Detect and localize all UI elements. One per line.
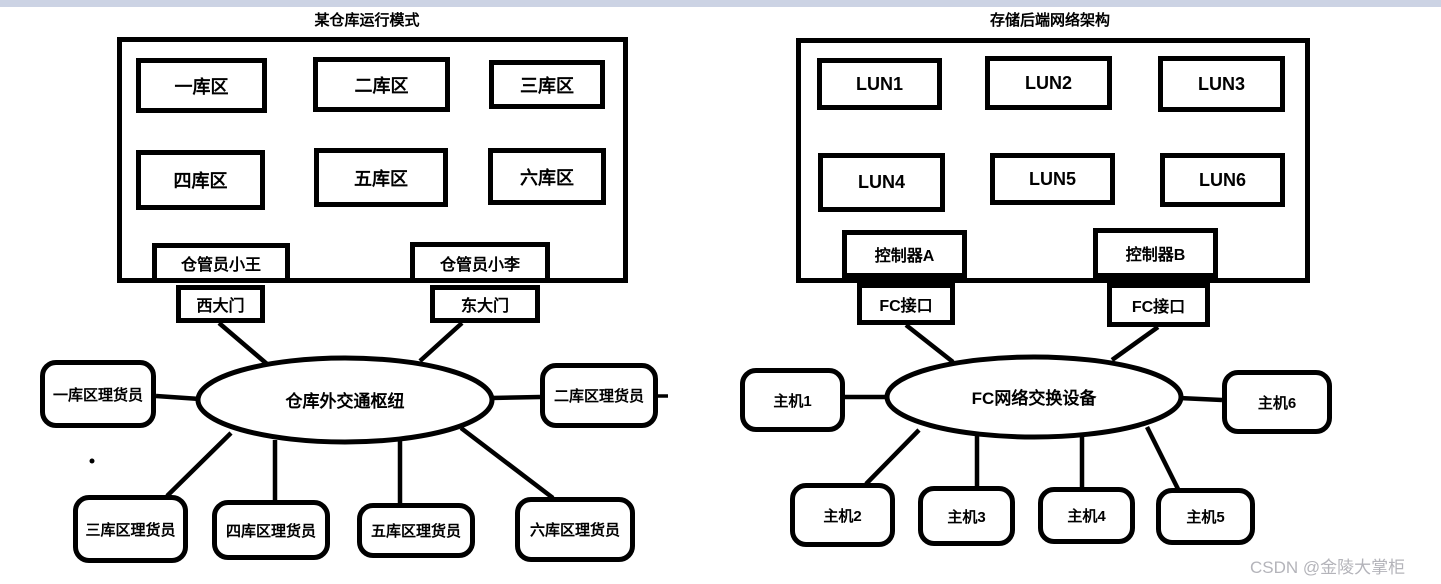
stray-dot <box>89 458 95 464</box>
host-label-5: 主机5 <box>1186 509 1225 526</box>
host-box-4: 主机4 <box>1038 487 1135 544</box>
zone-box-4: 四库区 <box>136 150 265 210</box>
controller-box-b: 控制器B <box>1093 228 1218 278</box>
clerk-box-4: 四库区理货员 <box>212 500 330 560</box>
lun-label-1: LUN1 <box>855 73 903 94</box>
lun-label-4: LUN4 <box>857 172 905 192</box>
lun-label-3: LUN3 <box>1197 73 1245 94</box>
switch-label: FC网络交换设备 <box>971 389 1097 408</box>
host-box-1: 主机1 <box>740 368 845 432</box>
zone-label-4: 四库区 <box>173 171 228 191</box>
clerk-box-6: 六库区理货员 <box>515 497 635 562</box>
lun-box-3: LUN3 <box>1158 56 1285 112</box>
clerk-box-3: 三库区理货员 <box>73 495 188 563</box>
manager-box-li: 仓管员小李 <box>410 242 550 283</box>
fc-port-label-b: FC接口 <box>1131 299 1186 316</box>
manager-label-li: 仓管员小李 <box>439 256 520 274</box>
zone-box-3: 三库区 <box>489 60 605 109</box>
lun-box-1: LUN1 <box>817 58 942 110</box>
clerk-box-2: 二库区理货员 <box>540 363 658 428</box>
lun-label-2: LUN2 <box>1024 72 1072 93</box>
host-label-6: 主机6 <box>1257 394 1297 412</box>
host-label-4: 主机4 <box>1067 508 1106 525</box>
fc-port-box-a: FC接口 <box>857 283 955 325</box>
zone-box-5: 五库区 <box>314 148 448 207</box>
controller-label-a: 控制器A <box>874 248 935 265</box>
edge-hub-to-clerk3 <box>165 431 233 498</box>
host-label-3: 主机3 <box>947 508 986 526</box>
gate-label-west: 西大门 <box>196 298 245 315</box>
left-diagram-title: 某仓库运行模式 <box>314 12 420 29</box>
edge-switch-to-host6 <box>1178 395 1223 403</box>
lun-label-6: LUN6 <box>1198 169 1246 190</box>
clerk-label-1: 一库区理货员 <box>52 386 143 404</box>
edge-switch-to-host5 <box>1144 425 1181 491</box>
edge-clerk1-to-hub <box>155 393 201 402</box>
host-box-6: 主机6 <box>1222 370 1332 434</box>
host-box-2: 主机2 <box>790 483 895 547</box>
lun-box-6: LUN6 <box>1160 153 1285 207</box>
lun-label-5: LUN5 <box>1028 168 1076 189</box>
clerk-box-1: 一库区理货员 <box>40 360 156 428</box>
lun-box-2: LUN2 <box>985 56 1112 110</box>
edge-east-gate-to-hub <box>418 321 464 363</box>
host-label-1: 主机1 <box>773 392 812 410</box>
switch-ellipse <box>884 354 1184 440</box>
manager-label-wang: 仓管员小王 <box>180 257 261 274</box>
edge-fcport-a-to-switch <box>904 323 955 364</box>
edge-hub-to-clerk6 <box>459 426 555 500</box>
clerk-box-5: 五库区理货员 <box>357 503 475 558</box>
zone-box-2: 二库区 <box>313 57 450 112</box>
clerk-label-3: 三库区理货员 <box>85 521 176 539</box>
lun-box-5: LUN5 <box>990 153 1115 205</box>
zone-box-6: 六库区 <box>488 148 606 205</box>
right-diagram-title: 存储后端网络架构 <box>989 12 1110 29</box>
edge-switch-to-host2 <box>864 428 921 486</box>
zone-label-2: 二库区 <box>354 75 409 96</box>
zone-box-1: 一库区 <box>136 58 267 113</box>
fc-port-label-a: FC接口 <box>879 298 933 315</box>
edge-fcport-b-to-switch <box>1110 325 1160 362</box>
controller-box-a: 控制器A <box>842 230 967 278</box>
host-box-5: 主机5 <box>1156 488 1255 545</box>
zone-label-5: 五库区 <box>354 168 408 189</box>
warehouse-outline <box>117 37 628 283</box>
gate-label-east: 东大门 <box>460 298 509 315</box>
hub-ellipse <box>195 355 495 445</box>
clerk-label-4: 四库区理货员 <box>225 522 316 540</box>
clerk-label-6: 六库区理货员 <box>529 522 620 539</box>
clerk-label-5: 五库区理货员 <box>370 523 461 540</box>
hub-label: 仓库外交通枢纽 <box>285 392 405 411</box>
edge-hub-to-clerk2 <box>490 394 541 401</box>
clerk-label-2: 二库区理货员 <box>553 388 644 405</box>
top-window-strip <box>0 0 1441 7</box>
manager-box-wang: 仓管员小王 <box>152 243 290 283</box>
zone-label-3: 三库区 <box>520 75 574 96</box>
host-box-3: 主机3 <box>918 486 1015 546</box>
zone-label-6: 六库区 <box>520 167 574 188</box>
zone-label-1: 一库区 <box>174 76 229 97</box>
fc-port-box-b: FC接口 <box>1107 283 1210 327</box>
gate-box-west: 西大门 <box>176 285 265 323</box>
csdn-watermark: CSDN @金陵大掌柜 <box>1250 558 1406 577</box>
storage-outline <box>796 38 1310 283</box>
lun-box-4: LUN4 <box>818 153 945 212</box>
host-label-2: 主机2 <box>823 507 862 525</box>
gate-box-east: 东大门 <box>430 285 540 323</box>
controller-label-b: 控制器B <box>1125 247 1186 264</box>
edge-west-gate-to-hub <box>217 321 269 366</box>
